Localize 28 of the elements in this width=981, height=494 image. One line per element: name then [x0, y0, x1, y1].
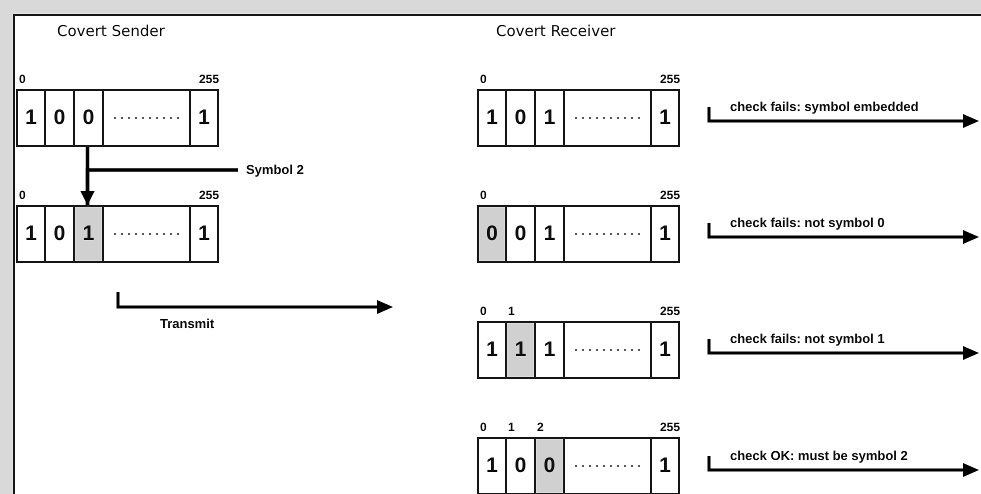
- bit-cell: 0: [536, 439, 565, 493]
- index-label: 255: [660, 304, 680, 318]
- symbol-label: Symbol 2: [246, 162, 304, 178]
- section-heading: Covert Receiver: [496, 22, 616, 40]
- section-heading: Covert Sender: [57, 22, 165, 40]
- index-label: 1: [508, 304, 515, 318]
- index-label: 255: [660, 188, 680, 202]
- bit-cell: 0: [479, 207, 507, 261]
- check-result-label: check fails: symbol embedded: [730, 99, 919, 115]
- index-label: 0: [480, 72, 487, 86]
- index-label: 0: [480, 304, 487, 318]
- check-result-label: check OK: must be symbol 2: [730, 448, 908, 464]
- index-label: 0: [480, 188, 487, 202]
- index-label: 0: [19, 188, 26, 202]
- index-label: 0: [480, 420, 487, 434]
- bit-cell: 1: [507, 323, 536, 377]
- index-label: 0: [19, 72, 26, 86]
- index-label: 2: [537, 420, 544, 434]
- index-label: 255: [660, 420, 680, 434]
- check-result-label: check fails: not symbol 1: [730, 331, 885, 347]
- check-result-label: check fails: not symbol 0: [730, 215, 885, 231]
- index-label: 1: [508, 420, 515, 434]
- index-label: 255: [660, 72, 680, 86]
- arrow: [80, 168, 238, 205]
- index-label: 255: [198, 188, 219, 202]
- bit-cell: 1: [75, 207, 104, 261]
- transmit-label: Transmit: [160, 316, 214, 332]
- index-label: 255: [198, 72, 219, 86]
